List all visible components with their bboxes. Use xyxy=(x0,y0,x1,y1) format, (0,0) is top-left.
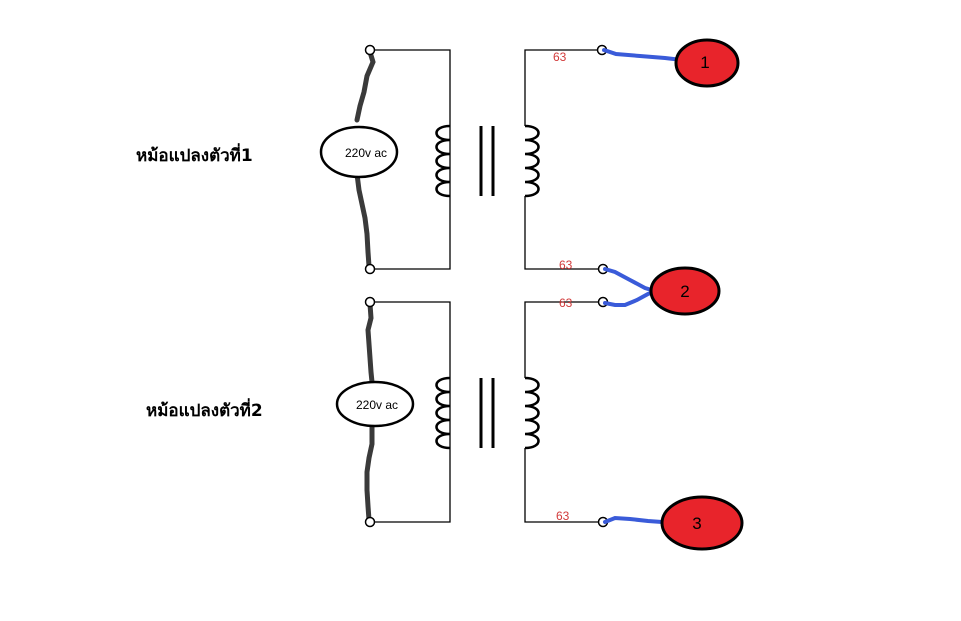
primary-wire xyxy=(370,448,451,523)
node-marker xyxy=(660,495,744,551)
primary-terminal xyxy=(364,296,376,308)
node-label: 3 xyxy=(692,514,701,533)
node-label: 1 xyxy=(700,53,709,72)
secondary-wire xyxy=(524,301,602,378)
source-lead xyxy=(364,423,375,523)
secondary-voltage-label: 63 xyxy=(556,509,570,523)
ac-source-label: 220v ac xyxy=(345,146,387,160)
jumper-wires xyxy=(602,48,684,524)
source-lead xyxy=(365,301,375,385)
jumper-wire xyxy=(603,289,658,307)
primary-coil xyxy=(435,376,451,450)
node-label: 2 xyxy=(680,282,689,301)
node-marker xyxy=(649,266,721,316)
jumper-wire xyxy=(603,515,664,524)
primary-coil xyxy=(435,124,451,198)
secondary-wire xyxy=(524,448,602,523)
output-node-1: 1 xyxy=(674,38,740,88)
secondary-coil xyxy=(524,124,540,198)
primary-terminal xyxy=(364,263,376,275)
secondary-coil xyxy=(524,376,540,450)
transformer-2: 220v ac 63 63 หม้อแปลงตัวที่2 xyxy=(146,296,609,528)
primary-wire xyxy=(370,196,451,270)
ac-source xyxy=(319,125,399,179)
output-node-3: 3 xyxy=(660,495,744,551)
transformer-1-label: หม้อแปลงตัวที่1 xyxy=(136,143,253,166)
secondary-voltage-label: 63 xyxy=(559,296,573,310)
secondary-voltage-label: 63 xyxy=(553,50,567,64)
node-marker xyxy=(674,38,740,88)
output-node-2: 2 xyxy=(649,266,721,316)
jumper-wire xyxy=(602,48,684,62)
source-lead xyxy=(354,49,376,123)
secondary-voltage-label: 63 xyxy=(559,258,573,272)
source-lead xyxy=(354,171,372,269)
transformer-1: 220v ac 63 63 หม้อแปลงตัวที่1 xyxy=(136,44,609,275)
secondary-wire xyxy=(524,49,602,126)
ac-source xyxy=(335,380,415,428)
transformer-2-label: หม้อแปลงตัวที่2 xyxy=(146,398,263,421)
primary-wire xyxy=(370,49,451,196)
secondary-wire xyxy=(524,196,602,270)
primary-wire xyxy=(370,301,451,448)
primary-terminal xyxy=(364,44,376,56)
ac-source-label: 220v ac xyxy=(356,398,398,412)
jumper-wire xyxy=(603,267,657,293)
primary-terminal xyxy=(364,516,376,528)
